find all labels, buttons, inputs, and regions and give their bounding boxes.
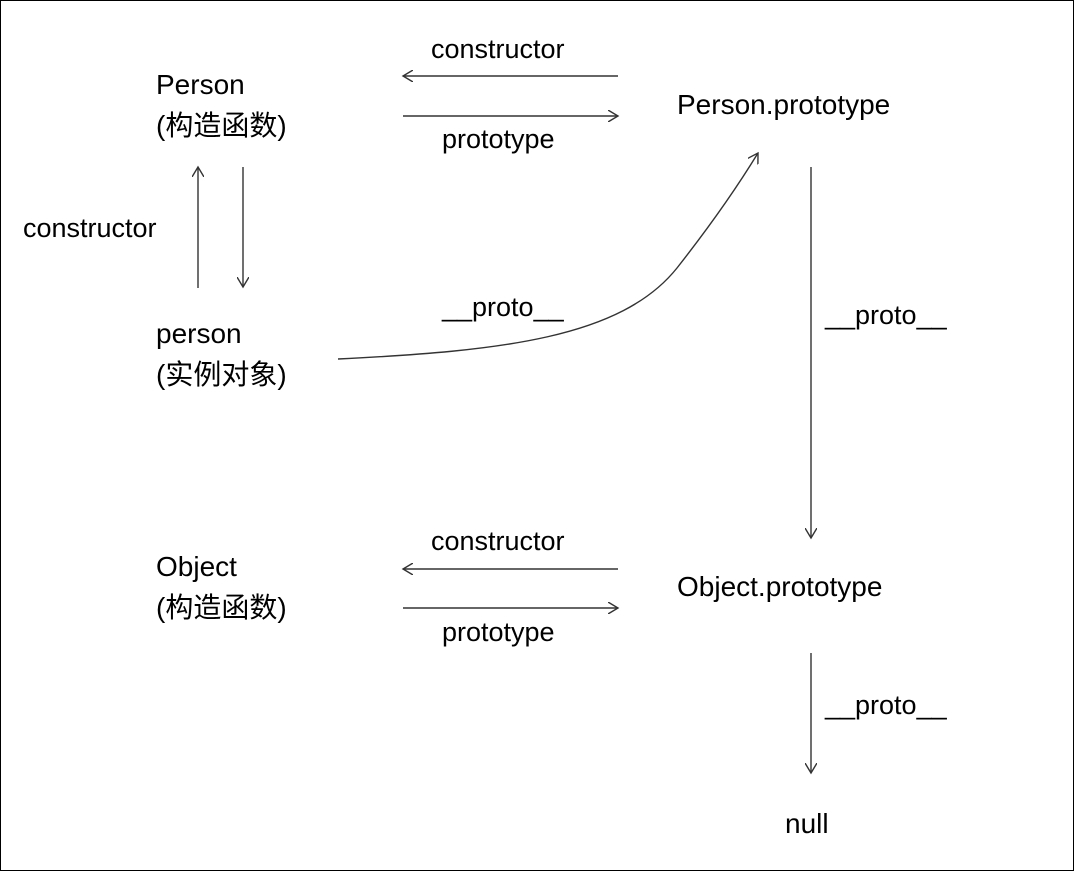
object-constructor-name: Object [156, 551, 237, 582]
null-node: null [785, 804, 829, 845]
edge-label-person-prototype-constructor: constructor [431, 34, 565, 64]
person-instance-node: person (实例对象) [156, 314, 287, 395]
null-name: null [785, 808, 829, 839]
object-prototype-node: Object.prototype [677, 567, 882, 608]
person-constructor-node: Person (构造函数) [156, 65, 287, 146]
edge-label-object-constructor-prototype: prototype [442, 617, 555, 647]
person-instance-note: (实例对象) [156, 358, 287, 390]
arrow-person-instance-to-person-prototype [337, 153, 758, 360]
person-prototype-name: Person.prototype [677, 89, 891, 120]
person-prototype-node: Person.prototype [677, 85, 890, 126]
person-constructor-name: Person [156, 69, 245, 100]
edge-label-person-prototype-proto: __proto__ [825, 300, 947, 330]
edge-label-object-prototype-constructor: constructor [431, 526, 565, 556]
person-constructor-note: (构造函数) [156, 109, 287, 141]
person-instance-name: person [156, 318, 242, 349]
edge-label-person-instance-proto: __proto__ [442, 292, 564, 322]
edge-label-person-instance-constructor: constructor [23, 213, 157, 243]
edge-label-person-constructor-prototype: prototype [442, 124, 555, 154]
edge-label-object-prototype-proto: __proto__ [825, 690, 947, 720]
object-constructor-node: Object (构造函数) [156, 547, 287, 628]
object-constructor-note: (构造函数) [156, 591, 287, 623]
object-prototype-name: Object.prototype [677, 571, 883, 602]
